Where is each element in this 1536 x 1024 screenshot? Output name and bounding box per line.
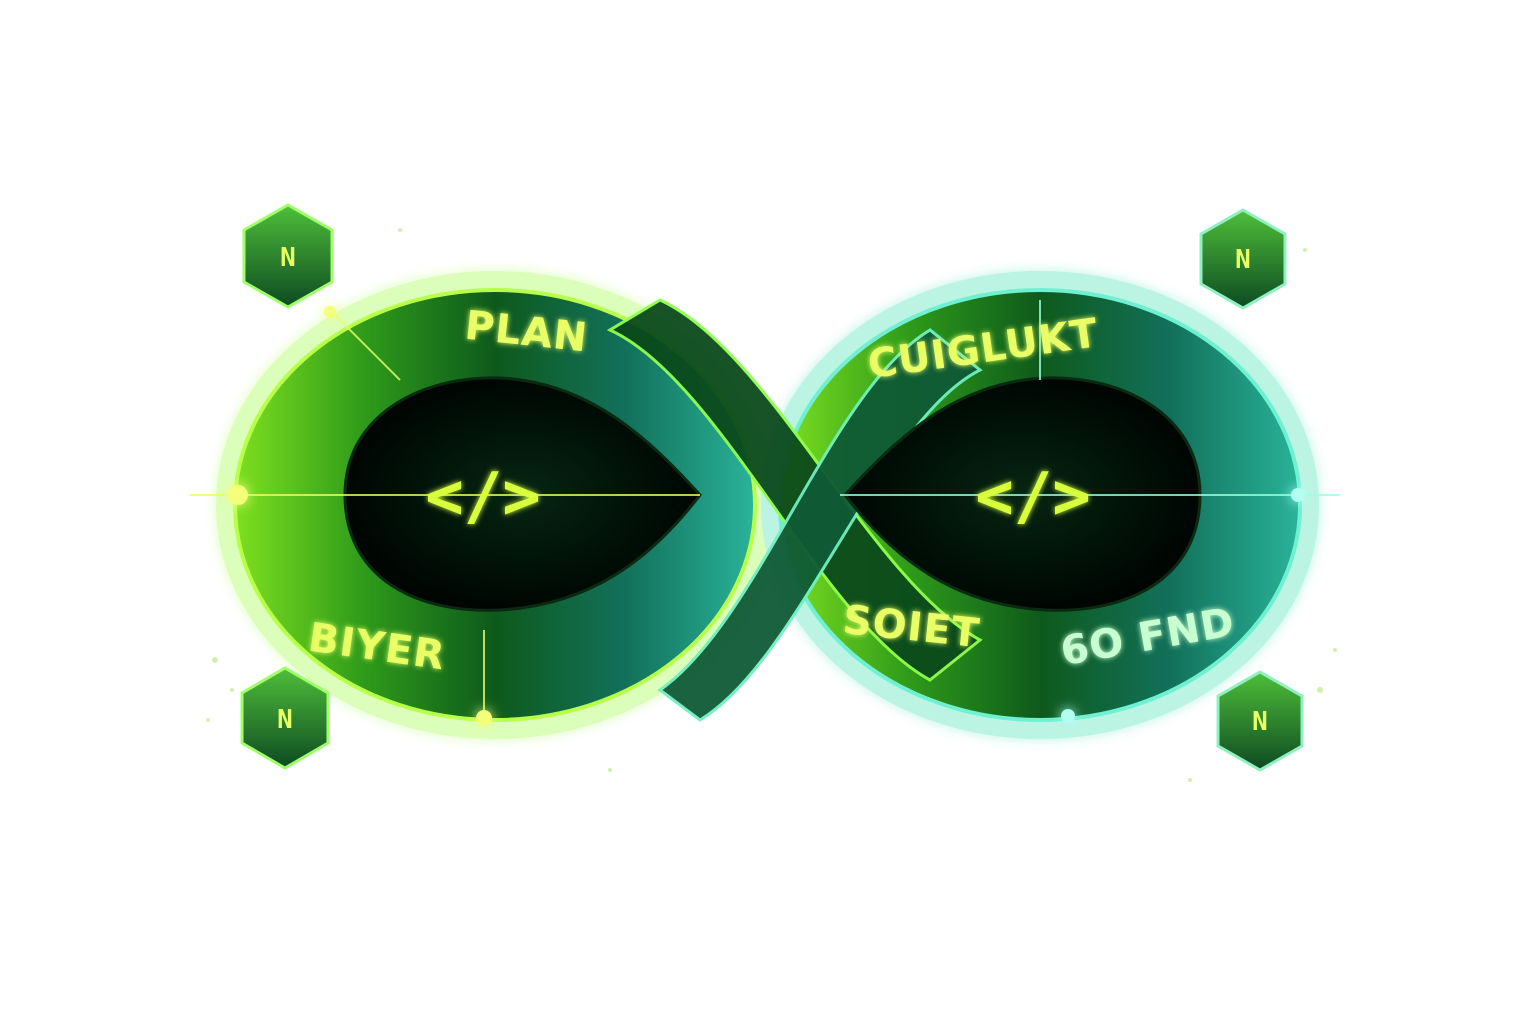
glow-points [228, 306, 1305, 726]
hexagon-badge-icon: N [1199, 208, 1287, 310]
svg-text:N: N [1252, 707, 1268, 737]
svg-text:N: N [280, 243, 296, 273]
loop-halo [216, 271, 1319, 739]
loop-band [233, 288, 1302, 722]
light-streaks [190, 300, 1340, 720]
hexagon-badge-icon: N [1216, 670, 1304, 772]
hexagon-badge-icon: N [240, 666, 330, 770]
code-icon: </> [425, 460, 541, 534]
svg-text:N: N [1235, 245, 1251, 275]
svg-text:</>: </> [425, 460, 541, 534]
svg-text:</>: </> [975, 460, 1091, 534]
speckles [206, 228, 1337, 782]
code-icon: </> [975, 460, 1091, 534]
hexagon-badge-icon: N [242, 203, 334, 309]
svg-text:N: N [277, 705, 293, 735]
